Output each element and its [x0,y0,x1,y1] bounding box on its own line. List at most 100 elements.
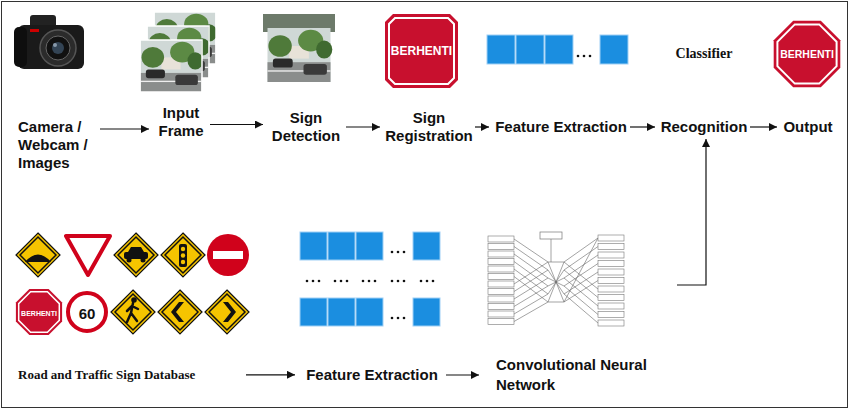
output-unit [598,244,624,250]
flow-arrow [475,126,489,127]
ellipsis-dot [334,280,337,283]
frame-photo [141,40,203,92]
node-text: Convolutional Neural Network [496,355,673,396]
network-top-box [540,232,562,239]
feature-cell [600,35,628,64]
input-unit [488,281,514,287]
feature-cell [413,232,440,260]
flow-arrow [210,124,263,125]
sign-rim [20,237,56,273]
yield-sign [66,236,110,275]
chevron-symbol [171,302,184,322]
network-block: Convolutional Neural Network [482,225,677,395]
stage-label: Feature Extraction [492,118,630,136]
ellipsis-dot [340,280,343,283]
sign-rim [165,237,201,273]
feature-cell [545,35,573,64]
lamp [181,260,185,264]
ellipsis-dot [368,280,371,283]
output-unit [598,286,624,292]
ellipsis-dot [391,251,394,254]
input-unit [488,244,514,250]
ellipsis-dot [374,280,377,283]
input-unit [488,289,514,295]
output-unit [598,312,624,318]
output-unit [598,269,624,275]
ellipsis-dot [391,317,394,320]
car-wheel [141,258,146,263]
input-unit [488,251,514,257]
network-links [514,238,598,323]
detection-photo [263,14,335,82]
flow-arrow [750,126,777,127]
input-unit [488,236,514,242]
warning-sign [205,290,249,334]
sign-plate [385,14,458,88]
ellipsis-dot [420,280,423,283]
feature-cell [356,298,383,326]
ellipsis-dot [432,280,435,283]
stage-label: Feature Extraction [298,366,446,384]
feature-vector [487,35,628,64]
warning-sign [161,233,205,277]
warning-sign [111,290,155,334]
ellipsis-dot [397,317,400,320]
ellipsis-dot [397,251,400,254]
feature-cell [413,298,440,326]
camera-body [18,25,84,69]
chevron-symbol [223,302,236,322]
input-unit [488,259,514,265]
ellipsis-dot [306,280,309,283]
output-unit [598,303,624,309]
node-text: Output [780,118,836,136]
feature-matrix [300,232,440,326]
feature-cell [487,35,515,64]
feature-cell [328,298,355,326]
sign-rim [118,237,154,273]
ellipsis-dot [362,280,365,283]
stage-label: Recognition [658,118,750,136]
ellipsis-dot [403,251,406,254]
feature-cell [356,232,383,260]
ellipsis-dot [318,280,321,283]
sign-rim [209,294,245,330]
database-label: Road and Traffic Sign Database [14,367,246,383]
street-photo [268,28,333,82]
speed-number: 60 [79,305,96,320]
input-frames [140,12,217,92]
feature-cell [300,232,327,260]
output-unit [598,320,624,326]
ellipsis-dot [577,55,580,58]
car-symbol [128,247,144,252]
sign-rim [115,294,151,330]
ellipsis-dot [403,317,406,320]
traffic-light-symbol [179,244,187,267]
input-unit [488,266,514,272]
camera-lens [40,30,76,66]
speed-limit-sign [68,293,106,331]
sign-rim [389,18,454,84]
lamp [181,253,185,257]
input-unit [488,304,514,310]
warning-sign [158,290,202,334]
ellipsis-dot [397,280,400,283]
output-unit [598,295,624,301]
flow-arrow [446,374,479,375]
stop-sign [16,289,62,335]
flow-arrow [630,126,655,127]
stop-sign [385,14,458,88]
flow-arrow [100,128,149,129]
ellipsis-dot [312,280,315,283]
pedestrian-symbol [127,303,138,322]
output-unit [598,278,624,284]
feature-cell [516,35,544,64]
flow-arrow [346,126,380,127]
sign-database [16,233,249,335]
input-unit [488,319,514,325]
warning-sign [114,233,158,277]
sign-rim [19,292,60,333]
camera-grip [14,27,27,67]
